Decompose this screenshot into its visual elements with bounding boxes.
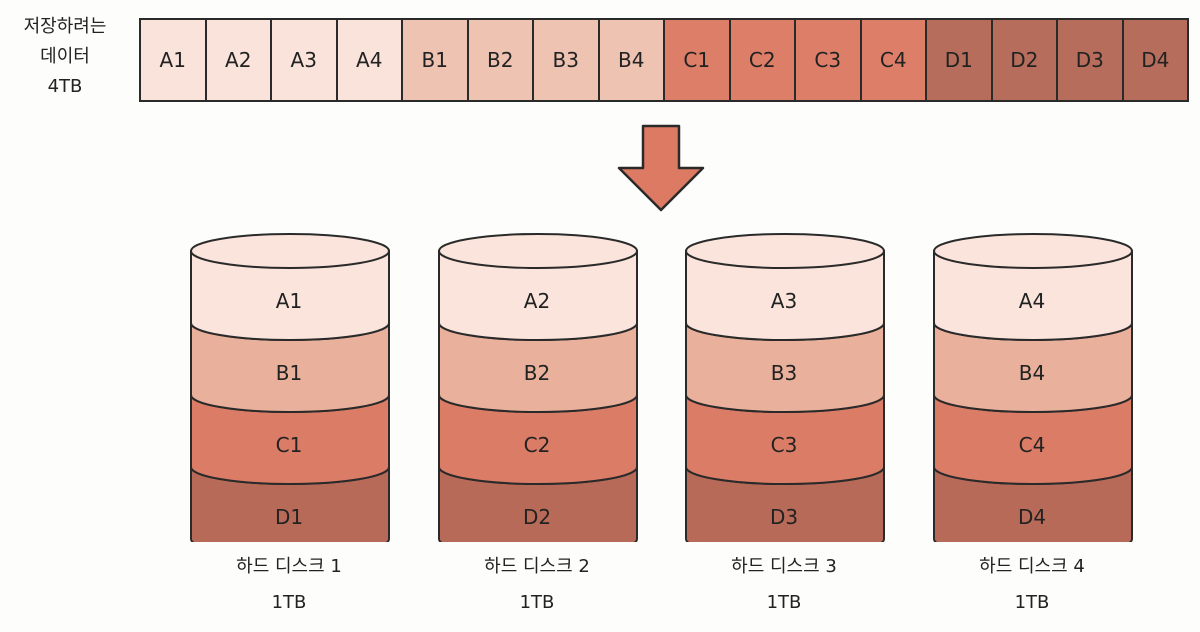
disk-layer-label: C4	[1018, 433, 1046, 457]
disk-layer-label: A3	[770, 289, 798, 313]
disk-layer-c2	[438, 394, 638, 485]
disk-layer-c4	[933, 394, 1133, 485]
disk-cylinder-icon	[933, 233, 1133, 542]
disk-layer-label: D1	[274, 505, 304, 529]
disk-name: 하드 디스크 2	[484, 556, 590, 577]
disk-layer-top	[438, 233, 638, 269]
down-arrow-icon	[617, 124, 705, 212]
data-block-b2: B2	[468, 20, 534, 100]
disk-capacity: 1TB	[271, 592, 307, 613]
disk-cylinder-icon	[190, 233, 390, 542]
disk-layer-label: A2	[523, 289, 551, 313]
disk-layer-d1	[190, 466, 390, 542]
disk-layer-a3	[685, 250, 885, 341]
data-block-b3: B3	[534, 20, 600, 100]
data-block-a4: A4	[337, 20, 403, 100]
disk-capacity: 1TB	[1014, 592, 1050, 613]
disk-layer-label: B1	[275, 361, 303, 385]
disk-layer-a4	[933, 250, 1133, 341]
disk-layer-label: C1	[275, 433, 303, 457]
disk-name: 하드 디스크 3	[731, 556, 837, 577]
data-block-b4: B4	[599, 20, 665, 100]
disk-layer-b4	[933, 322, 1133, 413]
disk-cylinder-icon	[685, 233, 885, 542]
data-block-d2: D2	[992, 20, 1058, 100]
data-block-a3: A3	[272, 20, 338, 100]
disk-layer-d2	[438, 466, 638, 542]
data-block-d1: D1	[927, 20, 993, 100]
data-block-a1: A1	[141, 20, 207, 100]
data-block-d4: D4	[1123, 20, 1187, 100]
disk-layer-b1	[190, 322, 390, 413]
disk-layer-label: D2	[522, 505, 552, 529]
disk-layer-a1	[190, 250, 390, 341]
disk-layer-a2	[438, 250, 638, 341]
data-block-d3: D3	[1058, 20, 1124, 100]
disk-layer-d4	[933, 466, 1133, 542]
disk-layer-label: D3	[769, 505, 799, 529]
data-block-c2: C2	[730, 20, 796, 100]
disk-layer-label: B2	[523, 361, 551, 385]
disk-layer-c3	[685, 394, 885, 485]
disk-layer-top	[190, 233, 390, 269]
disk-layer-b2	[438, 322, 638, 413]
source-label-line: 데이터	[40, 46, 90, 67]
disk-layer-label: D4	[1017, 505, 1047, 529]
data-block-c3: C3	[796, 20, 862, 100]
disk-layer-label: C3	[770, 433, 798, 457]
data-block-c4: C4	[861, 20, 927, 100]
disk-layer-c1	[190, 394, 390, 485]
disk-capacity: 1TB	[519, 592, 555, 613]
data-block-a2: A2	[206, 20, 272, 100]
disk-layer-top	[933, 233, 1133, 269]
disk-cylinder-icon	[438, 233, 638, 542]
disk-name: 하드 디스크 1	[236, 556, 342, 577]
data-block-c1: C1	[665, 20, 731, 100]
source-label-line: 저장하려는	[23, 16, 107, 37]
disk-layer-label: A1	[275, 289, 303, 313]
disk-layer-label: A4	[1018, 289, 1046, 313]
disk-layer-label: B4	[1018, 361, 1046, 385]
disk-name: 하드 디스크 4	[979, 556, 1085, 577]
disk-capacity: 1TB	[766, 592, 802, 613]
disk-layer-label: B3	[770, 361, 798, 385]
source-label-line: 4TB	[47, 76, 83, 97]
data-block-b1: B1	[403, 20, 469, 100]
disk-layer-label: C2	[523, 433, 551, 457]
source-data-label: 저장하려는 데이터 4TB	[0, 12, 130, 102]
disk-layer-top	[685, 233, 885, 269]
disk-layer-d3	[685, 466, 885, 542]
disk-layer-b3	[685, 322, 885, 413]
